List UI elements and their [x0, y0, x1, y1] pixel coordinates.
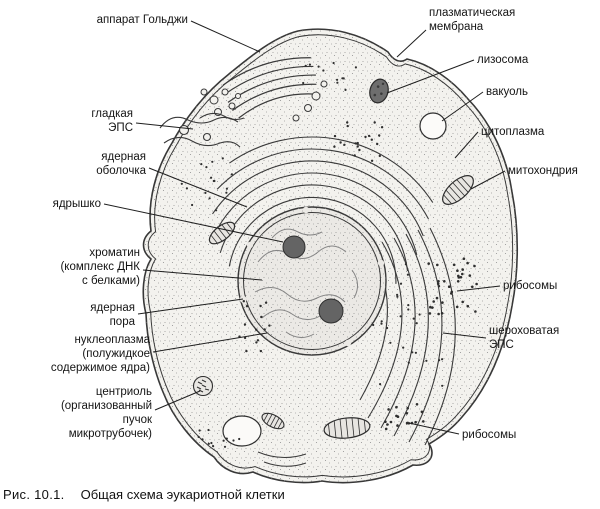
- label-mitochondrion: митохондрия: [508, 165, 578, 177]
- golgi-vesicles: [200, 80, 328, 122]
- leader-chromatin: [142, 269, 263, 281]
- label-cytoplasm: цитоплазма: [481, 126, 545, 138]
- label-nuclear-envelope: ядерная оболочка: [96, 151, 146, 177]
- label-nucleolus: ядрышко: [52, 198, 101, 210]
- mitochondrion-bottom-left: [261, 412, 285, 430]
- nucleoplasm-texture: [238, 207, 386, 355]
- leader-centriole: [154, 390, 201, 411]
- label-golgi-apparatus: аппарат Гольджи: [96, 14, 188, 26]
- nucleolus-1: [282, 235, 306, 259]
- centriole: [192, 375, 214, 397]
- nuclear-pores: [239, 206, 385, 347]
- cytoplasm-dots-top: [302, 61, 357, 91]
- golgi-apparatus: [200, 57, 328, 122]
- mitochondrion-right: [442, 175, 474, 205]
- bottom-membranes: [257, 451, 307, 467]
- ribosome-cluster-bottom: [384, 403, 425, 431]
- label-nucleoplasm: нуклеоплазма (полужидкое содержимое ядра…: [50, 334, 150, 374]
- label-ribosomes-upper: рибосомы: [503, 280, 558, 292]
- figure-caption: Рис. 10.1. Общая схема эукариотной клетки: [3, 487, 285, 502]
- label-centriole: центриоль (организованный пучок микротру…: [60, 386, 152, 440]
- mitochondrion-bottom: [323, 417, 371, 439]
- label-chromatin: хроматин (комплекс ДНК с белками): [60, 247, 140, 287]
- leader-plasma-membrane: [396, 29, 427, 58]
- leader-cytoplasm: [454, 131, 479, 159]
- nucleus: [237, 206, 387, 356]
- lysosome: [369, 78, 389, 104]
- ribosome-cluster-left: [238, 300, 271, 353]
- caption-text: Общая схема эукариотной клетки: [80, 487, 285, 502]
- label-smooth-er: гладкая ЭПС: [91, 108, 133, 134]
- leader-rough-er: [442, 332, 487, 339]
- leader-golgi: [190, 20, 261, 53]
- cytoplasm-dots-bottom-left: [197, 428, 241, 448]
- nuclear-envelope-inner: [243, 212, 381, 350]
- label-vacuole: вакуоль: [486, 86, 528, 98]
- ribosome-cluster-er: [372, 263, 444, 387]
- leader-mitochondrion: [470, 170, 506, 190]
- leader-nuclear-envelope: [148, 167, 248, 208]
- er-stack-above-nucleus: [212, 136, 434, 284]
- label-plasma-membrane: плазматическая мембрана: [429, 7, 516, 33]
- label-rough-er: шероховатая ЭПС: [489, 325, 560, 351]
- leader-nucleolus: [103, 203, 284, 243]
- leader-ribosomes-lower: [408, 422, 460, 435]
- leader-lysosome: [386, 59, 475, 94]
- leader-nuclear-pore: [137, 298, 244, 315]
- label-nuclear-pore: ядерная пора: [90, 302, 135, 328]
- label-ribosomes-lower: рибосомы: [462, 429, 517, 441]
- cytoplasm-dots-upper-left: [180, 157, 233, 212]
- label-lysosome: лизосома: [477, 54, 529, 66]
- mitochondrion-left: [208, 221, 236, 245]
- leader-vacuole: [441, 91, 484, 122]
- caption-number: Рис. 10.1.: [3, 487, 65, 502]
- leader-ribosomes-upper: [456, 285, 501, 292]
- leader-lines: [103, 20, 506, 435]
- leader-nucleoplasm: [152, 332, 268, 353]
- vacuole: [419, 112, 447, 140]
- leader-smooth-er: [135, 122, 194, 130]
- vacuole-bottom: [222, 415, 262, 447]
- ribosome-cluster-top: [333, 121, 384, 162]
- ribosome-cluster-right: [427, 257, 478, 316]
- nucleolus-2: [318, 298, 344, 324]
